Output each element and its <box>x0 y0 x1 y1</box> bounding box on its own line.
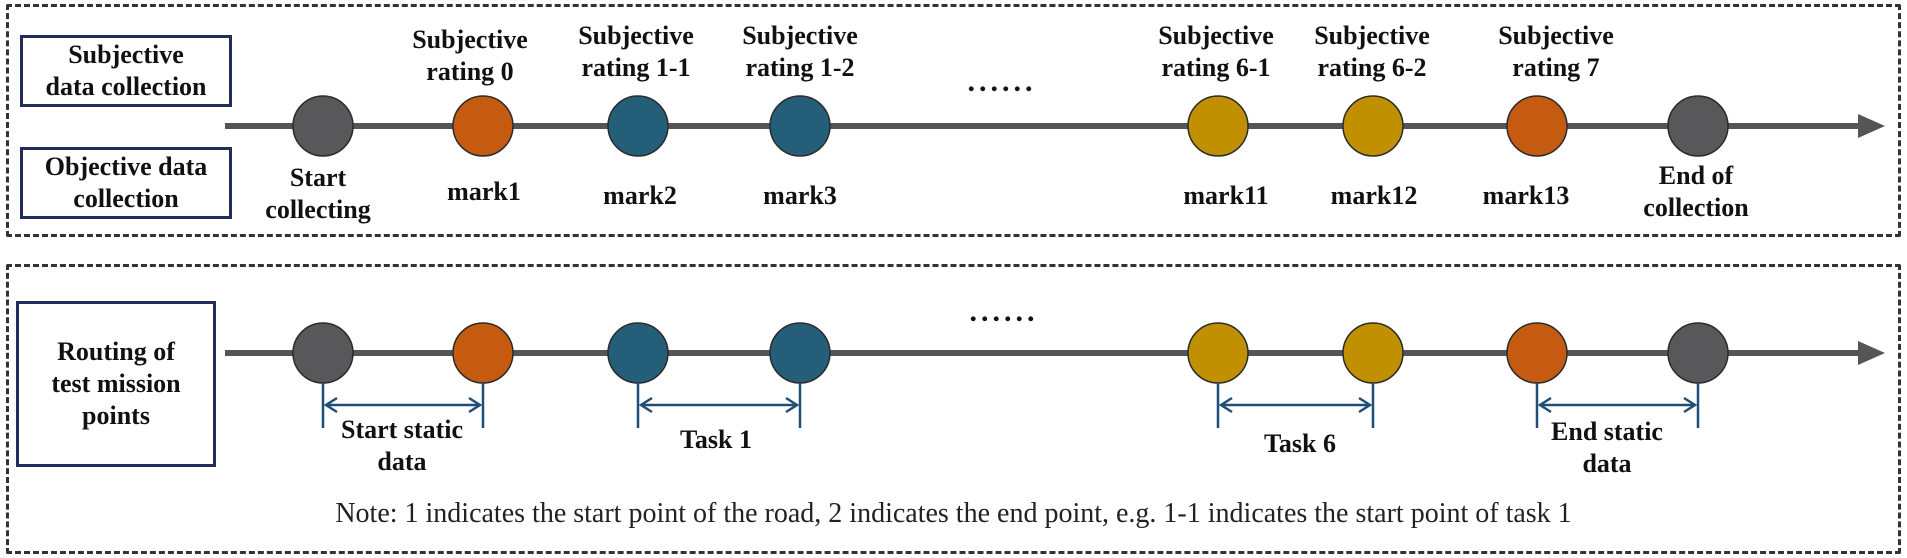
bottom-timeline-node-gray <box>1667 322 1729 384</box>
subjective-rating-label: Subjective rating 1-1 <box>578 21 694 82</box>
top-ellipsis: ...... <box>967 65 1037 98</box>
objective-data-collection-label: Objective data collection <box>20 147 232 219</box>
subjective-rating-label: Subjective rating 0 <box>412 25 528 86</box>
top-timeline-node-orange <box>452 95 514 157</box>
end-static-data-label: End static data <box>1551 417 1663 478</box>
routing-panel <box>6 264 1901 554</box>
subjective-rating-label: Subjective rating 1-2 <box>742 21 858 82</box>
bottom-timeline-arrowhead <box>1858 341 1885 365</box>
start-collecting-label: Start collecting <box>265 163 371 224</box>
mark-label: mark12 <box>1330 181 1418 210</box>
top-timeline-node-gray <box>1667 95 1729 157</box>
task-6-label: Task 6 <box>1263 429 1337 458</box>
task-1-bracket <box>636 383 802 428</box>
mark-label: mark3 <box>763 181 837 210</box>
mark-label: mark1 <box>447 177 521 206</box>
subjective-rating-label: Subjective rating 6-2 <box>1314 21 1430 82</box>
top-timeline-node-gray <box>292 95 354 157</box>
task-6-bracket <box>1216 383 1375 428</box>
routing-of-test-mission-points-label: Routing of test mission points <box>16 301 216 467</box>
start-static-data-label: Start static data <box>340 415 464 476</box>
subjective-rating-label: Subjective rating 6-1 <box>1158 21 1274 82</box>
span-brackets <box>321 383 1700 428</box>
subjective-data-collection-label: Subjective data collection <box>20 35 232 107</box>
end-of-collection-label: End of collection <box>1643 161 1749 222</box>
top-timeline-node-teal <box>769 95 831 157</box>
top-timeline-arrowhead <box>1858 114 1885 138</box>
top-timeline-node-gold <box>1187 95 1249 157</box>
bottom-timeline-node-teal <box>769 322 831 384</box>
subjective-rating-label: Subjective rating 7 <box>1498 21 1614 82</box>
top-timeline-node-teal <box>607 95 669 157</box>
bottom-timeline-node-gray <box>292 322 354 384</box>
top-timeline-node-orange <box>1506 95 1568 157</box>
mark-label: mark11 <box>1183 181 1269 210</box>
task-1-label: Task 1 <box>679 425 753 454</box>
bottom-timeline-node-teal <box>607 322 669 384</box>
bottom-timeline-node-orange <box>452 322 514 384</box>
end-static-data-bracket <box>1535 383 1700 428</box>
subjective-objective-panel <box>6 4 1901 237</box>
footnote: Note: 1 indicates the start point of the… <box>335 498 1572 529</box>
start-static-data-bracket <box>321 383 485 428</box>
bottom-ellipsis: ...... <box>969 295 1039 328</box>
bottom-timeline-node-gold <box>1187 322 1249 384</box>
top-timeline-nodes <box>292 95 1729 157</box>
mark-label: mark2 <box>603 181 677 210</box>
bottom-timeline-node-orange <box>1506 322 1568 384</box>
top-timeline-node-gold <box>1342 95 1404 157</box>
mark-label: mark13 <box>1482 181 1570 210</box>
bottom-timeline-nodes <box>292 322 1729 384</box>
bottom-timeline-node-gold <box>1342 322 1404 384</box>
